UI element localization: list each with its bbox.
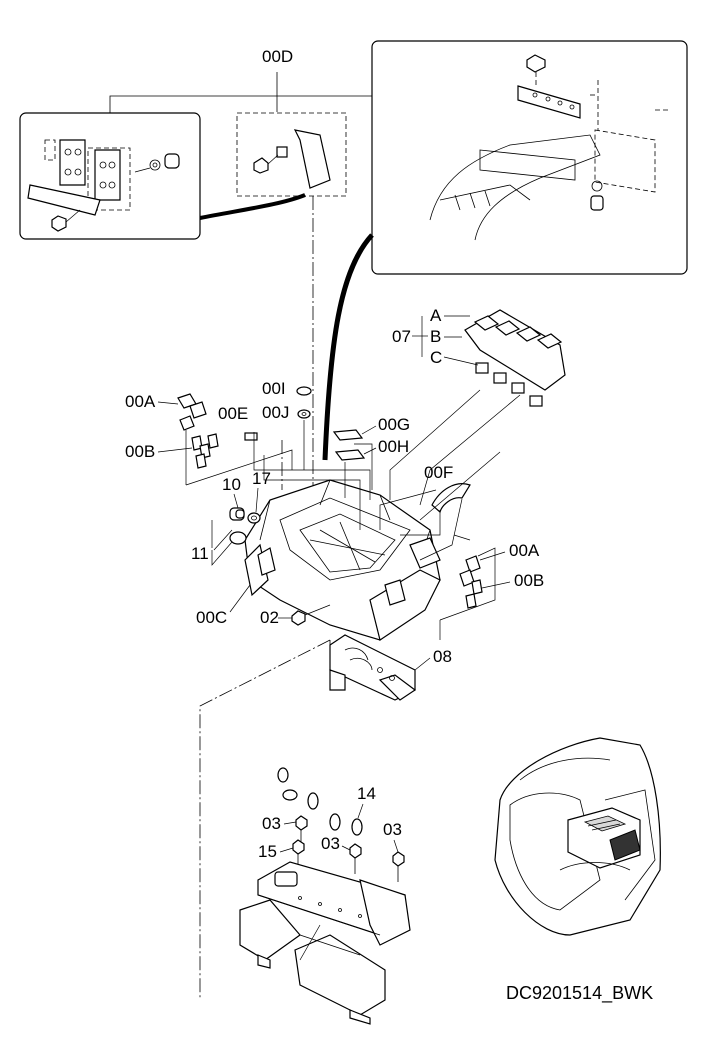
detail-box-left	[19, 112, 201, 240]
callout-00A-left: 00A	[125, 392, 156, 411]
small-parts-upper: 00I 00J 00G 00H 00F	[262, 379, 471, 514]
clips-right: 00A 00B	[439, 541, 544, 640]
callout-17: 17	[252, 469, 271, 488]
callout-00F: 00F	[424, 463, 453, 482]
callout-11: 11	[191, 544, 209, 563]
callout-00J: 00J	[262, 403, 289, 422]
callout-14: 14	[357, 784, 376, 803]
bracket-08: 08	[329, 634, 452, 701]
callout-00C: 00C	[196, 608, 227, 627]
callout-C: C	[430, 348, 442, 367]
callout-07: 07	[392, 327, 411, 346]
callout-00I: 00I	[262, 379, 286, 398]
detail-connector-curves	[199, 193, 374, 461]
callout-00G: 00G	[378, 415, 410, 434]
callout-03-b: 03	[321, 834, 340, 853]
clips-left: 00A 00B 00E	[125, 392, 293, 486]
cab-overview	[494, 737, 661, 936]
callout-A: A	[430, 306, 442, 325]
callout-08: 08	[433, 647, 452, 666]
callout-00D: 00D	[262, 47, 293, 66]
callout-03-a: 03	[262, 814, 281, 833]
callout-15: 15	[258, 842, 277, 861]
lower-hardware: 14 03 03 03 15	[258, 767, 405, 882]
callout-00B-right: 00B	[514, 571, 544, 590]
callout-00E: 00E	[218, 404, 248, 423]
drawing-code: DC9201514_BWK	[506, 983, 653, 1004]
detail-00D: 00D	[236, 47, 347, 197]
main-console	[244, 479, 441, 641]
callout-02: 02	[260, 608, 279, 627]
detail-leader-lines	[109, 72, 372, 113]
lower-frame	[239, 861, 411, 1025]
console-leads	[253, 389, 521, 561]
callout-03-c: 03	[383, 820, 402, 839]
switch-panel-07: A B C 07	[392, 306, 566, 407]
detail-box-right	[371, 40, 688, 275]
callout-00B-left: 00B	[125, 442, 155, 461]
callout-B: B	[430, 327, 441, 346]
callout-10: 10	[222, 475, 241, 494]
callout-00H: 00H	[378, 437, 409, 456]
small-parts-left: 10 17 11 00C 02	[191, 469, 331, 627]
callout-00A-right: 00A	[509, 541, 540, 560]
